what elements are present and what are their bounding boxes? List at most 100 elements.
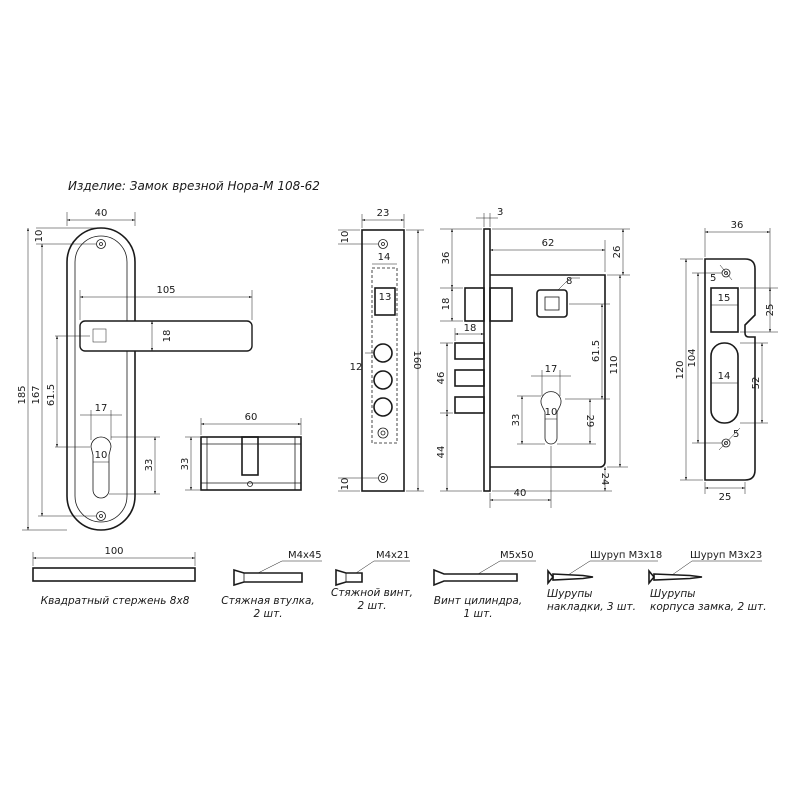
dim-faceplate-top: 10 — [340, 231, 351, 244]
lock-bolt-1 — [454, 342, 485, 360]
dim-strike-bottom-width: 25 — [719, 492, 732, 503]
strike-latch-window — [710, 287, 739, 333]
handle-square — [92, 328, 107, 343]
lock-faceplate-side — [483, 228, 491, 492]
dim-strike-width: 36 — [731, 220, 744, 231]
cylinder-screw-dim: М5х50 — [500, 550, 534, 561]
dim-lock-body-height: 110 — [609, 355, 620, 374]
dim-lock-top-height: 36 — [441, 252, 452, 265]
handle-view: 40 10 105 18 185 167 61.5 17 10 33 — [17, 208, 253, 531]
dim-faceplate-square: 13 — [379, 292, 392, 303]
dim-handle-cyl-height: 33 — [144, 459, 155, 472]
dim-faceplate-height: 160 — [411, 350, 422, 369]
lock-bolt-3 — [454, 396, 485, 414]
drawing-title: Изделие: Замок врезной Нора-М 108-62 — [68, 179, 320, 193]
dim-strike-hole-bottom: 5 — [733, 429, 739, 440]
wood-screw-18-label-2: накладки, 3 шт. — [547, 601, 636, 613]
lock-body-view: 3 62 26 36 8 18 18 46 61.5 110 17 10 — [436, 207, 630, 508]
dim-handle-top: 10 — [34, 230, 45, 243]
dim-lever-width: 18 — [162, 330, 173, 343]
dim-faceplate-bottom: 10 — [340, 478, 351, 491]
dim-lever-length: 105 — [156, 285, 175, 296]
accessory-wood-screw-23: Шуруп М3х23 Шурупы корпуса замка, 2 шт. — [648, 550, 767, 613]
accessory-tie-screw: М4х21 Стяжной винт, 2 шт. — [331, 550, 413, 612]
handle-screw-bottom — [96, 511, 106, 521]
sleeve-dim: М4х45 — [288, 550, 322, 561]
wood-screw-18-head — [547, 568, 555, 586]
accessory-square-bar: 100 Квадратный стержень 8х8 — [32, 546, 196, 607]
dim-strike-inner: 104 — [687, 348, 698, 367]
lock-bolt-2 — [454, 369, 485, 387]
faceplate-bolt-3 — [373, 397, 393, 417]
tie-screw-label-2: 2 шт. — [357, 600, 386, 612]
faceplate-view: 23 10 14 13 12 160 10 — [338, 208, 424, 492]
dim-strike-slot: 14 — [718, 371, 731, 382]
accessory-cylinder-screw: М5х50 Винт цилиндра, 1 шт. — [433, 550, 536, 620]
dim-lock-bolt-width: 18 — [464, 323, 477, 334]
sleeve-label-1: Стяжная втулка, — [221, 595, 315, 607]
faceplate-body — [361, 229, 405, 492]
dim-handle-axis: 61.5 — [46, 384, 57, 406]
lock-square-hole — [544, 296, 560, 311]
strike-plate-body — [704, 258, 756, 481]
handle-plate — [66, 227, 136, 531]
dim-strike-hole-top: 5 — [710, 273, 716, 284]
dim-cylinder-length: 60 — [245, 412, 258, 423]
square-bar-label: Квадратный стержень 8х8 — [41, 595, 190, 607]
wood-screw-18-label-1: Шурупы — [547, 588, 592, 600]
dim-lock-cyl-height: 33 — [511, 414, 522, 427]
dim-lock-width-bottom: 40 — [514, 488, 527, 499]
dim-handle-cyl-circle: 10 — [95, 450, 108, 461]
strike-plate-view: 36 5 15 25 120 104 14 52 5 25 — [675, 220, 778, 503]
cylinder-cam — [241, 436, 259, 476]
lock-latch — [464, 287, 485, 322]
faceplate-latch — [374, 287, 396, 316]
dim-lock-backset: 62 — [542, 238, 555, 249]
dim-strike-slot-height: 52 — [751, 377, 762, 390]
dim-cylinder-height: 33 — [180, 458, 191, 471]
accessory-wood-screw-18: Шуруп М3х18 Шурупы накладки, 3 шт. — [547, 550, 662, 613]
handle-screw-top — [96, 239, 106, 249]
wood-screw-23-label-2: корпуса замка, 2 шт. — [650, 601, 767, 613]
faceplate-bolt-2 — [373, 370, 393, 390]
cylinder-screw-shape — [433, 568, 518, 587]
dim-lock-latch: 18 — [441, 298, 452, 311]
cylinder-screw-label-2: 1 шт. — [463, 608, 492, 620]
dim-handle-width: 40 — [95, 208, 108, 219]
wood-screw-23-shape — [653, 573, 703, 581]
dim-strike-total: 120 — [675, 360, 686, 379]
tie-screw-dim: М4х21 — [376, 550, 410, 561]
dim-lock-cyl-width: 17 — [545, 364, 558, 375]
dim-strike-window-height: 25 — [765, 304, 776, 317]
dim-lock-top-offset: 26 — [612, 246, 623, 259]
sleeve-label-2: 2 шт. — [253, 608, 282, 620]
square-bar-dim: 100 — [104, 546, 123, 557]
dim-lock-plate: 3 — [497, 207, 503, 218]
cylinder-view: 60 33 — [180, 412, 302, 491]
faceplate-bolt-1 — [373, 343, 393, 363]
cylinder-screw-label-1: Винт цилиндра, — [434, 595, 522, 607]
lock-cylinder-hole — [540, 391, 562, 445]
dim-handle-mount: 167 — [31, 385, 42, 404]
lock-square-boss — [536, 289, 568, 318]
lock-case — [490, 274, 606, 468]
wood-screw-23-dim: Шуруп М3х23 — [690, 550, 762, 561]
dim-lock-cyl-circle: 10 — [545, 407, 558, 418]
dim-faceplate-slot: 14 — [378, 252, 391, 263]
tie-screw-shape — [335, 568, 363, 587]
dim-faceplate-width: 23 — [377, 208, 390, 219]
tie-screw-label-1: Стяжной винт, — [331, 587, 413, 599]
handle-plate-inner — [74, 235, 128, 523]
wood-screw-18-shape — [552, 573, 594, 581]
dim-handle-cyl-width: 17 — [95, 403, 108, 414]
dim-lock-square: 8 — [566, 276, 572, 287]
dim-faceplate-step: 12 — [350, 362, 363, 373]
dim-strike-window: 15 — [718, 293, 731, 304]
square-bar-shape — [32, 567, 196, 582]
dim-lock-axis: 61.5 — [591, 340, 602, 362]
handle-cylinder-hole — [90, 436, 112, 499]
dim-handle-total: 185 — [17, 385, 28, 404]
wood-screw-23-head — [648, 568, 656, 586]
lock-latch-inner — [489, 287, 513, 322]
